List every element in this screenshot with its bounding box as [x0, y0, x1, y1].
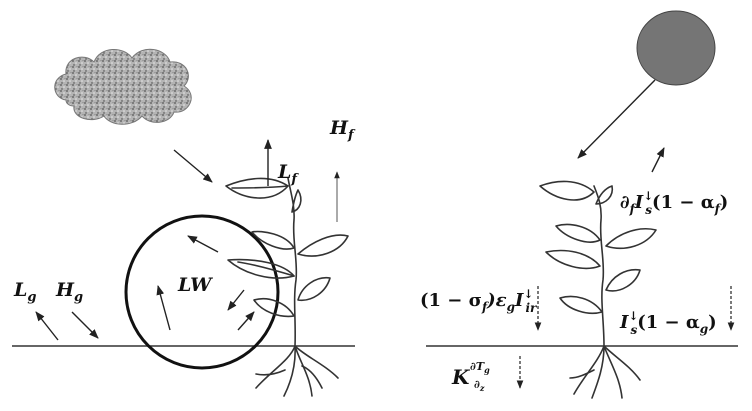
- reflect-arrow: [652, 148, 664, 172]
- lg-arrow: [36, 312, 58, 340]
- lw-arrow-4: [238, 312, 254, 330]
- ground-heat-denominator: ∂z: [474, 378, 485, 393]
- plant-left-icon: [226, 178, 348, 396]
- lw-arrow-3: [228, 290, 244, 310]
- hg-arrow: [72, 312, 98, 338]
- plant-right-icon: [540, 181, 656, 398]
- label-hf: Hf: [329, 117, 356, 143]
- cloud-icon: [55, 49, 191, 124]
- label-longwave: (1 − σf)εgI↓ir: [420, 287, 538, 315]
- label-lg: Lg: [13, 279, 36, 305]
- left-panel: Lg Hg LW Lf Hf: [12, 49, 356, 396]
- sun-icon: [637, 11, 715, 85]
- label-ground-solar: I↓s(1 − αg): [619, 309, 717, 337]
- label-foliage-solar: ∂fI↓s(1 − αf): [620, 189, 728, 217]
- label-ground-heat: K ∂Tg ∂z: [451, 360, 490, 393]
- right-panel: ∂fI↓s(1 − αf) (1 − σf)εgI↓ir I↓s(1 − αg)…: [420, 11, 738, 398]
- lw-arrow-2: [158, 286, 170, 330]
- sun-arrow: [578, 80, 655, 158]
- lw-arrow-1: [188, 236, 218, 252]
- ground-heat-numerator: ∂Tg: [470, 360, 490, 375]
- label-lw: LW: [177, 274, 213, 296]
- ground-heat-k: K: [451, 365, 471, 389]
- label-hg: Hg: [55, 279, 83, 305]
- cloud-arrow: [174, 150, 212, 182]
